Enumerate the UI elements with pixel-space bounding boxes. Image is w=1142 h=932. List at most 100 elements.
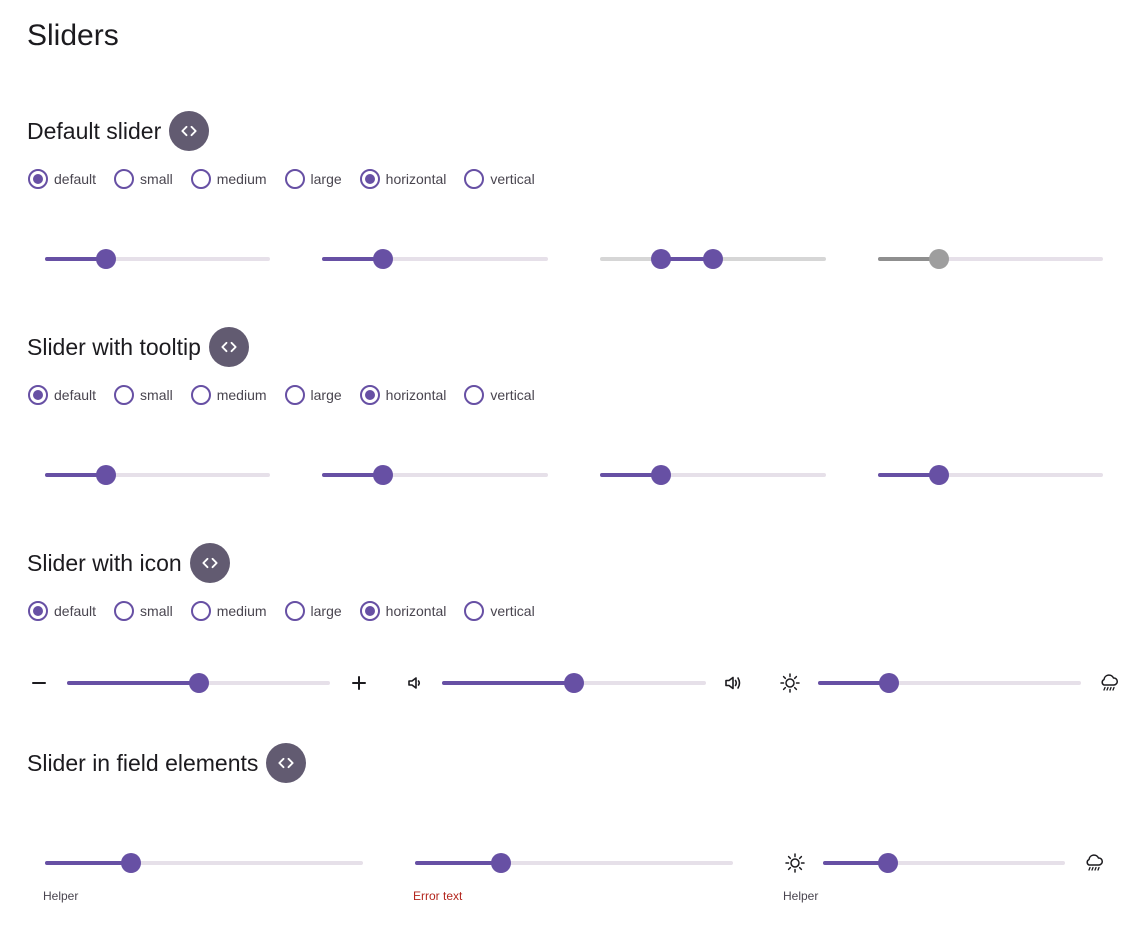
radio-circle[interactable] [284,385,305,405]
minus-icon[interactable] [27,671,51,695]
radio-default[interactable]: default [28,169,96,189]
slider-thumb[interactable] [928,465,949,485]
radio-circle[interactable] [464,169,485,189]
radio-circle[interactable] [190,385,211,405]
radio-group-default: default small medium large horizontal vertica… [28,168,535,190]
radio-label: small [140,387,173,403]
radio-circle[interactable] [28,169,48,189]
section-title: Default slider [27,117,162,144]
radio-large[interactable]: large [284,601,342,621]
section-default-slider: Default slider [27,111,210,151]
sun-icon[interactable] [783,851,807,875]
slider-tooltip-3[interactable] [600,465,826,485]
slider-default-2[interactable] [322,249,548,269]
slider-thumb-start[interactable] [651,249,672,269]
slider-thumb[interactable] [651,465,672,485]
slider-thumb[interactable] [95,465,116,485]
rain-icon[interactable] [1097,671,1121,695]
slider-thumb[interactable] [878,853,899,873]
helper-text: Helper [783,889,819,903]
slider-thumb[interactable] [373,249,394,269]
radio-vertical[interactable]: vertical [464,169,535,189]
radio-circle[interactable] [359,169,380,189]
radio-vertical[interactable]: vertical [464,601,535,621]
radio-circle[interactable] [190,169,211,189]
radio-horizontal[interactable]: horizontal [359,169,447,189]
volume-high-icon[interactable] [722,671,746,695]
sun-icon[interactable] [778,671,802,695]
code-icon [181,125,197,137]
radio-circle[interactable] [114,169,135,189]
radio-label: default [54,603,97,619]
radio-medium[interactable]: medium [190,169,267,189]
radio-default[interactable]: default [28,385,96,405]
radio-vertical[interactable]: vertical [464,385,535,405]
slider-tooltip-1[interactable] [45,465,270,485]
section-slider-field: Slider in field elements [27,743,307,783]
radio-default[interactable]: default [28,601,96,621]
radio-circle[interactable] [284,169,305,189]
slider-field-weather[interactable] [823,853,1065,873]
radio-large[interactable]: large [284,385,342,405]
section-slider-icon: Slider with icon [27,543,230,583]
helper-text: Helper [43,889,79,903]
slider-field-helper[interactable] [45,853,363,873]
slider-thumb[interactable] [490,853,511,873]
radio-circle[interactable] [359,601,380,621]
radio-circle[interactable] [464,601,485,621]
plus-icon[interactable] [347,671,371,695]
radio-group-icon: default small medium large horizontal vertica… [28,600,535,622]
slider-thumb[interactable] [188,673,209,693]
slider-thumb [928,249,949,269]
code-button[interactable] [266,743,307,783]
code-button[interactable] [189,543,230,583]
radio-circle[interactable] [284,601,305,621]
radio-circle[interactable] [114,601,135,621]
radio-small[interactable]: small [114,169,173,189]
radio-circle[interactable] [190,601,211,621]
slider-thumb[interactable] [95,249,116,269]
radio-circle[interactable] [464,385,485,405]
slider-field-error[interactable] [415,853,733,873]
slider-tooltip-4[interactable] [878,465,1103,485]
slider-icon-minus-plus[interactable] [67,673,330,693]
slider-thumb[interactable] [373,465,394,485]
radio-medium[interactable]: medium [190,385,267,405]
radio-label: vertical [490,171,535,187]
radio-large[interactable]: large [284,169,342,189]
slider-icon-volume[interactable] [442,673,706,693]
radio-horizontal[interactable]: horizontal [359,385,447,405]
radio-label: medium [216,171,267,187]
slider-tooltip-2[interactable] [322,465,548,485]
slider-default[interactable] [45,249,270,269]
radio-label: default [54,171,97,187]
radio-label: large [310,387,342,403]
slider-range[interactable] [600,249,826,269]
slider-thumb-end[interactable] [703,249,723,269]
radio-label: horizontal [385,603,447,619]
code-icon [202,557,218,569]
radio-medium[interactable]: medium [190,601,267,621]
radio-circle[interactable] [28,385,48,405]
radio-label: medium [216,603,267,619]
radio-label: vertical [490,603,535,619]
volume-low-icon[interactable] [403,671,427,695]
radio-small[interactable]: small [114,601,173,621]
slider-thumb[interactable] [879,673,899,693]
radio-label: horizontal [385,387,447,403]
radio-circle[interactable] [359,385,380,405]
radio-horizontal[interactable]: horizontal [359,601,447,621]
code-icon [278,757,294,769]
slider-thumb[interactable] [120,853,141,873]
radio-label: horizontal [385,171,447,187]
code-button[interactable] [208,327,249,367]
radio-small[interactable]: small [114,385,173,405]
radio-circle[interactable] [114,385,135,405]
slider-icon-weather[interactable] [818,673,1081,693]
radio-label: default [54,387,97,403]
radio-circle[interactable] [28,601,48,621]
code-button[interactable] [169,111,210,151]
rain-icon[interactable] [1082,851,1106,875]
section-slider-tooltip: Slider with tooltip [27,327,249,367]
slider-thumb[interactable] [564,673,584,693]
